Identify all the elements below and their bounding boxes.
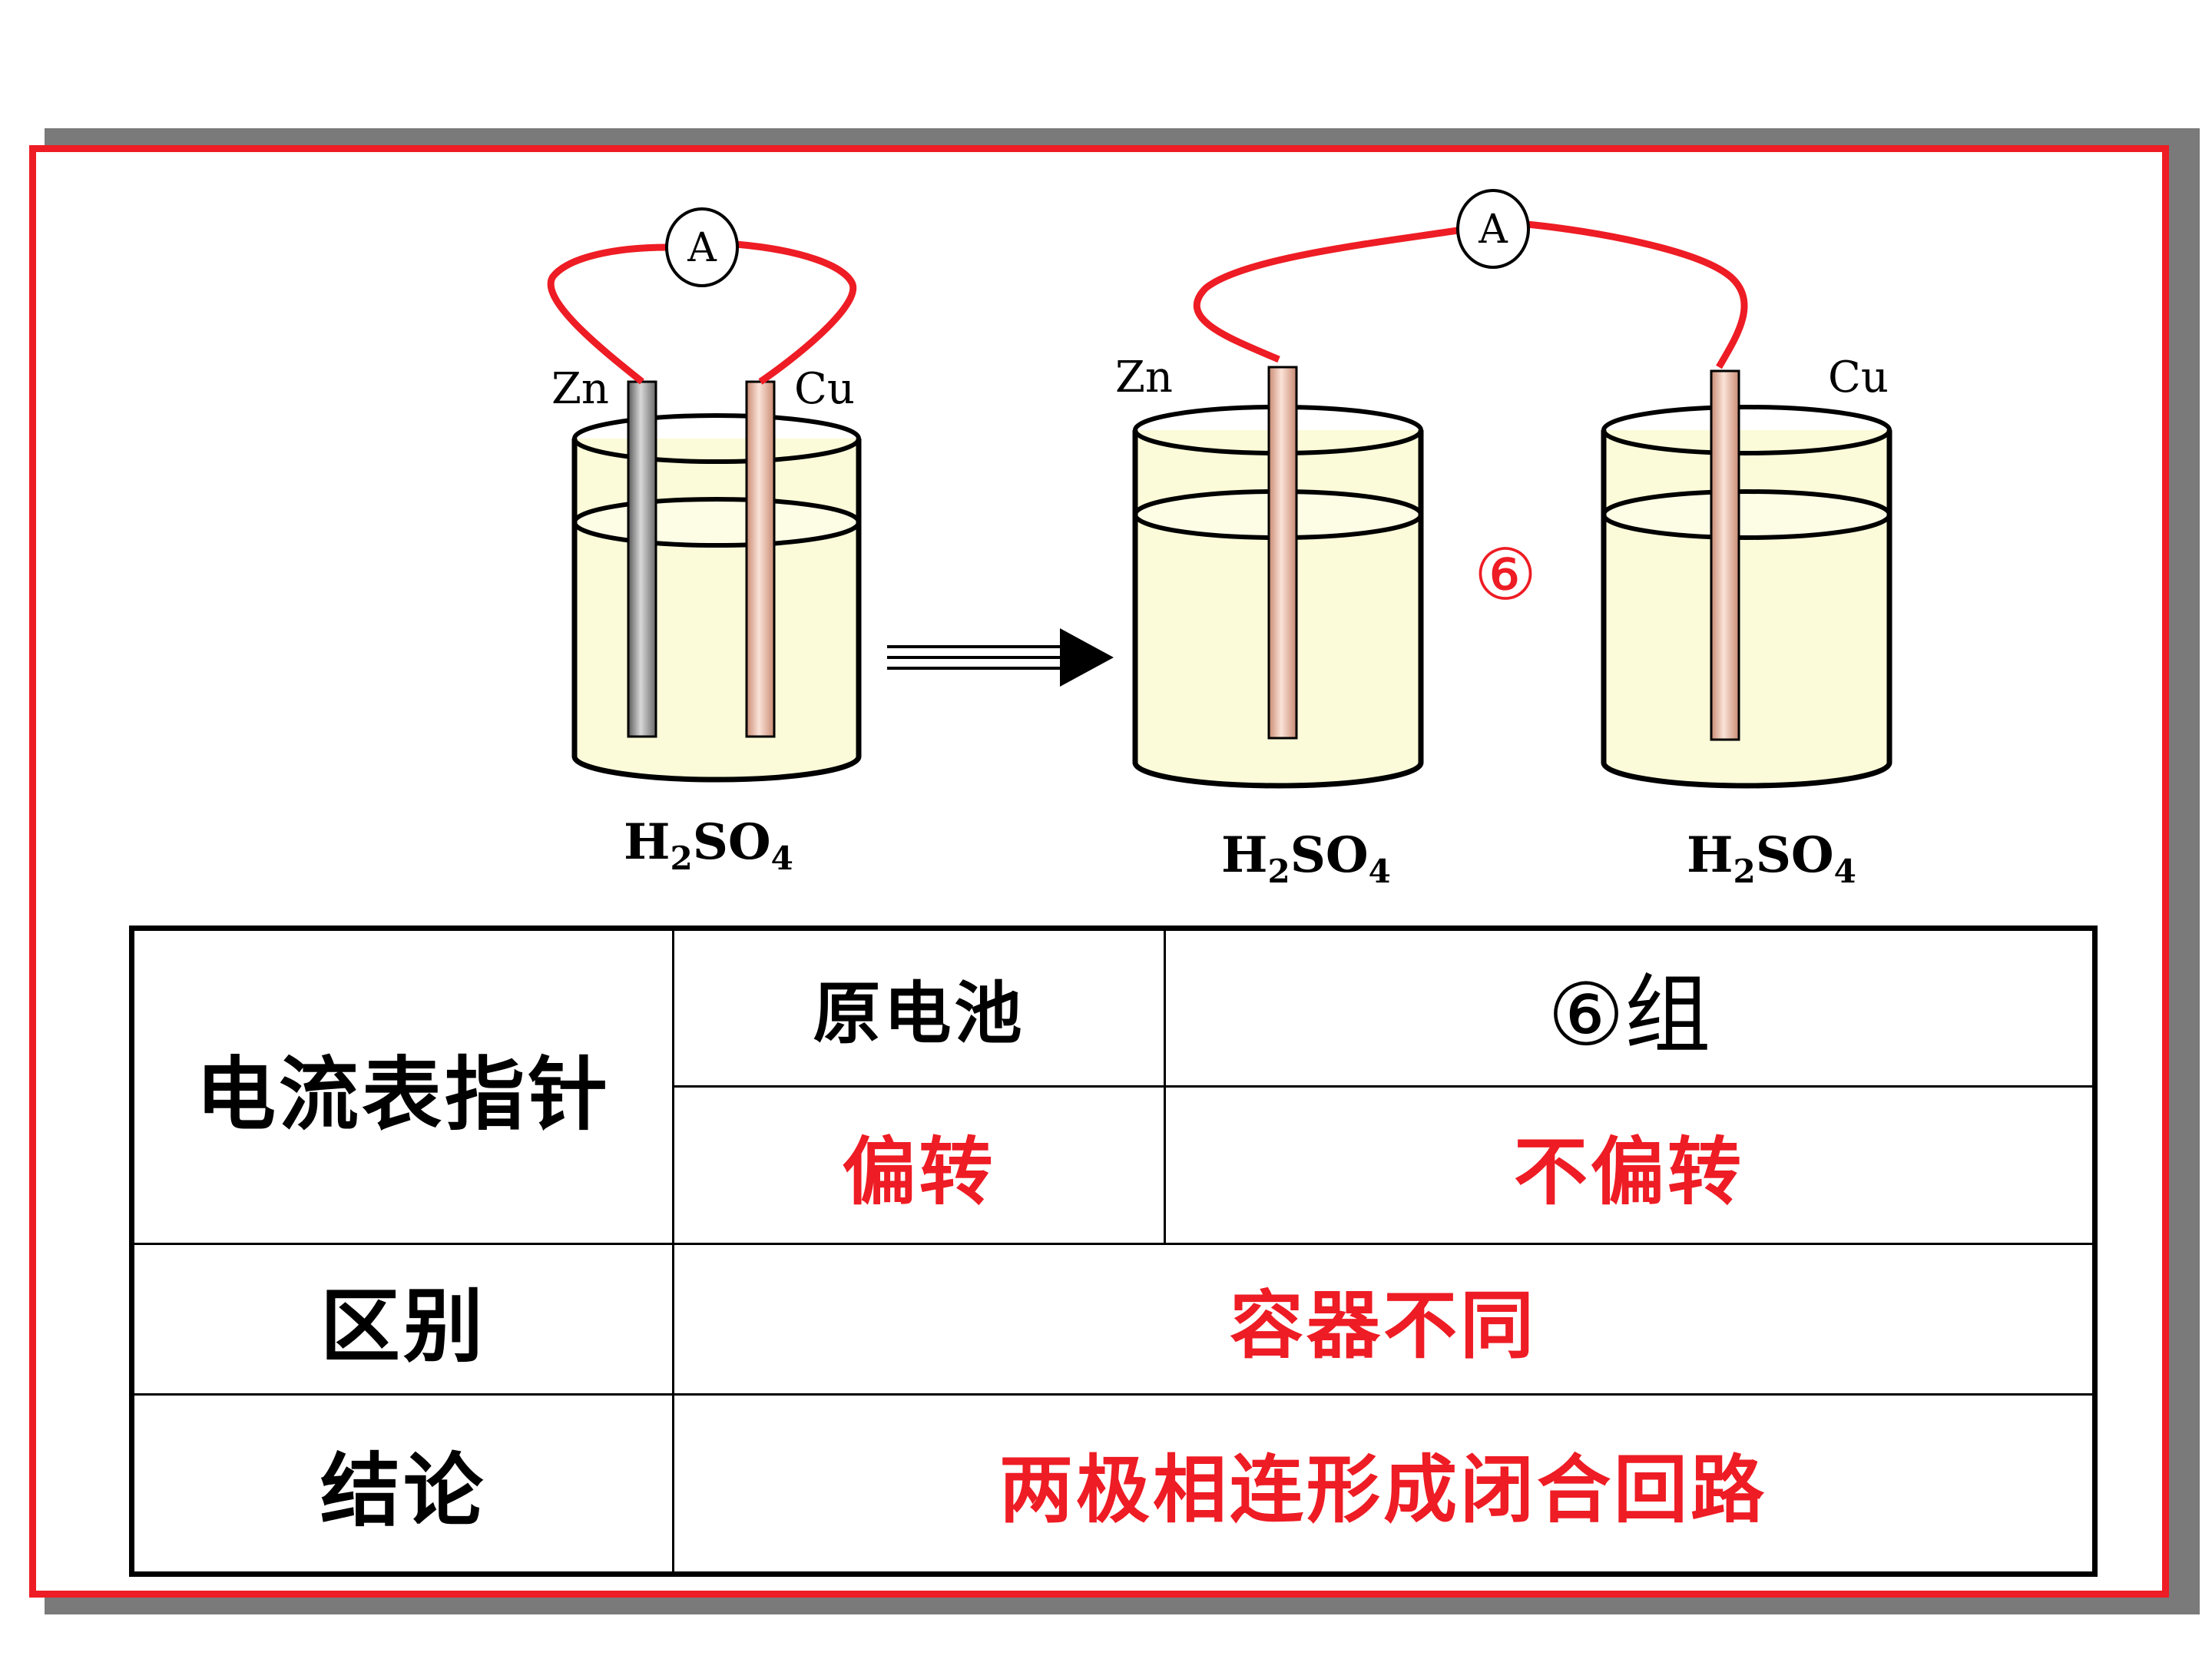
wire-left-pair	[1193, 227, 1459, 363]
beaker-single	[571, 413, 862, 783]
wire-right-pair	[1526, 220, 1748, 369]
wire-left	[547, 243, 669, 385]
ammeter-pair-label: A	[1478, 207, 1508, 253]
ammeter-label: A	[687, 225, 717, 271]
row-header-conclusion: 结论	[131, 1393, 674, 1575]
zn-pair-label: Zn	[1115, 353, 1173, 402]
zinc-electrode-pair	[1267, 366, 1298, 740]
group-marker: ⑥	[1474, 534, 1537, 616]
h2so4-left-pair-label: H2SO4	[1221, 826, 1391, 890]
zn-label: Zn	[551, 364, 609, 414]
value-difference: 容器不同	[672, 1243, 2096, 1396]
wire-right	[735, 240, 857, 385]
ammeter-pair: A	[1456, 189, 1530, 269]
ammeter: A	[665, 207, 739, 287]
row-header-difference: 区别	[131, 1243, 674, 1396]
copper-electrode-pair	[1710, 369, 1740, 741]
value-group6-no-deflect: 不偏转	[1164, 1084, 2096, 1246]
h2so4-label: H2SO4	[624, 813, 793, 877]
transform-arrow	[887, 628, 1114, 687]
beaker-right-of-pair	[1601, 405, 1892, 789]
zinc-electrode	[627, 380, 657, 738]
value-conclusion: 两极相连形成闭合回路	[672, 1393, 2096, 1575]
cu-label: Cu	[794, 364, 855, 414]
table-row: 结论 两极相连形成闭合回路	[131, 1393, 2096, 1575]
row-header-ammeter: 电流表指针	[131, 926, 674, 1246]
table-row: 电流表指针 原电池 ⑥组	[131, 926, 2096, 1246]
value-galvanic-deflect: 偏转	[672, 1084, 1166, 1246]
col-header-group6: ⑥组	[1164, 927, 2096, 1088]
h2so4-right-pair-label: H2SO4	[1687, 826, 1856, 890]
table-row: 区别 容器不同	[131, 1243, 2096, 1396]
col-header-galvanic: 原电池	[672, 927, 1166, 1088]
cu-pair-label: Cu	[1828, 353, 1889, 402]
comparison-table: 电流表指针 原电池 ⑥组 偏转 不偏转 区别 容器不同 结论 两极相连形成闭合回…	[129, 926, 2098, 1577]
table-row: 偏转 不偏转	[132, 1084, 2096, 1246]
copper-electrode	[745, 380, 776, 738]
